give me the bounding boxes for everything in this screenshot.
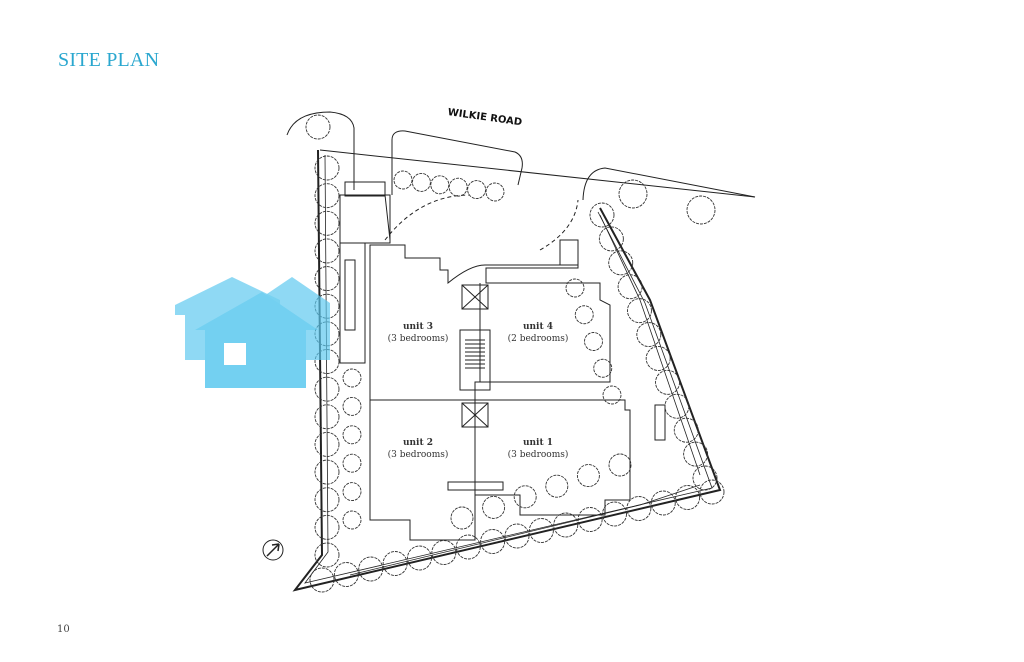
units-3-4-outline: [369, 244, 611, 401]
tree-icon: [589, 202, 615, 228]
tree-icon: [342, 482, 362, 502]
tree-icon: [675, 485, 701, 510]
garage: [339, 194, 391, 244]
unit-3-bedrooms: (3 bedrooms): [388, 333, 449, 344]
tree-icon: [608, 453, 632, 477]
tree-icon: [574, 305, 594, 325]
tree-icon: [485, 182, 505, 202]
tree-icon: [314, 542, 340, 568]
tree-icon: [598, 226, 624, 252]
unit-1-outline: [474, 399, 631, 516]
road-curb-right: [582, 167, 756, 201]
lift-core: [461, 284, 489, 310]
unit-1-label: unit 1: [523, 438, 553, 448]
tree-icon: [626, 496, 652, 521]
house-watermark-icon: [175, 277, 330, 388]
tree-icon: [513, 485, 537, 509]
page-title: SITE PLAN: [58, 49, 160, 71]
tree-icon: [545, 474, 569, 498]
tree-icon: [314, 155, 340, 181]
tree-icon: [627, 298, 652, 324]
tree-icon: [309, 567, 335, 593]
tree-icon: [617, 274, 643, 300]
tree-icon: [314, 238, 340, 264]
tree-icon: [553, 512, 579, 538]
tree-icon: [342, 396, 362, 416]
tree-icon: [342, 510, 362, 530]
tree-icon: [382, 551, 408, 576]
tree-icon: [314, 459, 340, 485]
tree-icon: [577, 507, 603, 532]
tree-icon: [314, 376, 340, 402]
tree-icon: [393, 170, 413, 190]
tree-icon: [673, 417, 699, 443]
tree-icon: [450, 506, 474, 530]
tree-icon: [448, 177, 468, 197]
tree-icon: [593, 358, 613, 378]
unit-2-bedrooms: (3 bedrooms): [388, 449, 449, 460]
tree-icon: [411, 172, 431, 192]
tree-icon: [431, 540, 457, 565]
tree-icon: [602, 501, 627, 527]
tree-icon: [455, 534, 481, 560]
tree-icon: [692, 465, 718, 491]
tree-icon: [565, 278, 585, 298]
tree-icon: [314, 183, 340, 209]
tree-icon: [407, 545, 432, 571]
road-line: [319, 149, 756, 198]
unit-2-outline: [369, 399, 476, 541]
unit-1-bedrooms: (3 bedrooms): [508, 449, 569, 460]
tree-icon: [664, 393, 690, 419]
lift-core: [461, 402, 489, 428]
north-arrow-icon: [262, 539, 284, 561]
page-number: 10: [57, 624, 70, 635]
tree-icon: [608, 250, 634, 276]
tree-icon: [576, 464, 600, 488]
road-curb: [286, 111, 355, 190]
tree-icon: [528, 518, 554, 543]
tree-icon: [342, 453, 362, 473]
tree-icon: [584, 332, 603, 351]
tree-icon: [314, 514, 340, 540]
road-island: [391, 130, 523, 195]
tree-icon: [314, 404, 340, 430]
tree-icon: [342, 425, 362, 445]
tree-icon: [699, 479, 725, 505]
tree-icon: [636, 322, 662, 347]
tree-icon: [650, 490, 676, 516]
tree-icon: [314, 210, 340, 236]
tree-icon: [305, 114, 331, 140]
tree-icon: [342, 368, 362, 388]
trees: [305, 114, 725, 593]
tree-icon: [314, 487, 340, 513]
tree-icon: [645, 346, 671, 371]
unit-4-label: unit 4: [523, 322, 553, 332]
tree-icon: [655, 369, 680, 395]
tree-icon: [602, 385, 622, 405]
tree-icon: [686, 195, 716, 225]
tree-icon: [618, 179, 648, 209]
unit-3-label: unit 3: [403, 322, 433, 332]
tree-icon: [482, 495, 506, 519]
tree-icon: [467, 180, 487, 200]
unit-4-bedrooms: (2 bedrooms): [508, 333, 569, 344]
tree-icon: [314, 266, 340, 292]
tree-icon: [480, 529, 506, 554]
tree-icon: [430, 175, 450, 195]
tree-icon: [333, 562, 359, 587]
road-label: WILKIE ROAD: [447, 107, 523, 128]
unit-2-label: unit 2: [403, 438, 433, 448]
stair-core: [459, 329, 491, 391]
tree-icon: [504, 523, 530, 549]
tree-icon: [358, 556, 384, 582]
tree-icon: [314, 431, 340, 457]
tree-icon: [683, 441, 709, 467]
